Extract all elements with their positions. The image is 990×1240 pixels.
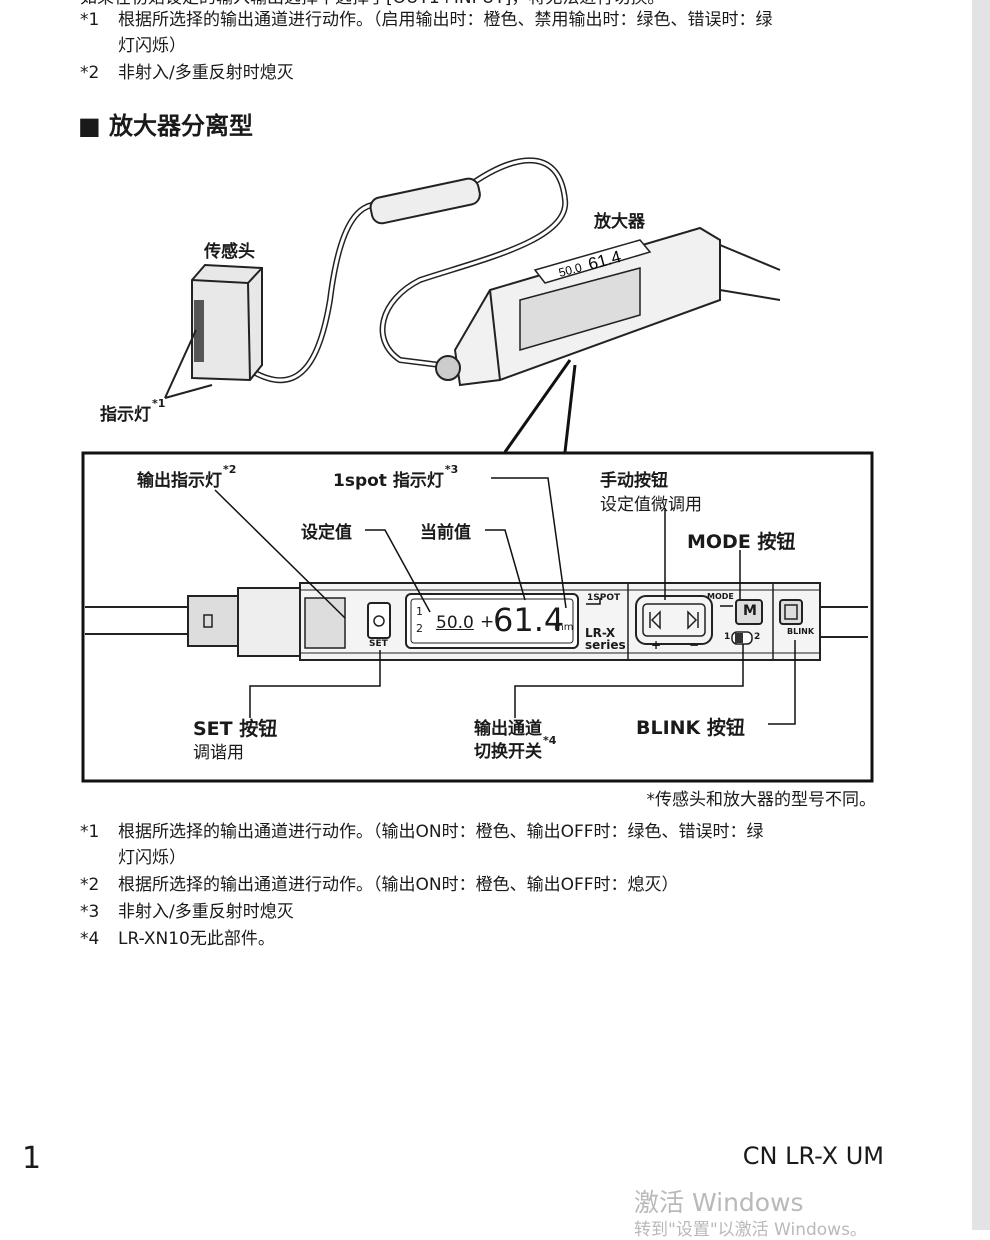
set-button-desc: 调谐用	[193, 743, 244, 763]
device-m-key: M	[743, 603, 757, 619]
note-text: 根据所选择的输出通道进行动作。（输出ON时：橙色、输出OFF时：熄灭）	[118, 875, 679, 895]
device-ch2: 2	[416, 622, 423, 635]
top-note-1: *1 根据所选择的输出通道进行动作。（启用输出时：橙色、禁用输出时：绿色、错误时：…	[80, 10, 773, 30]
top-note-2: *2 非射入/多重反射时熄灭	[80, 63, 294, 83]
note-mark: *2	[80, 875, 100, 895]
activation-watermark-desc: 转到"设置"以激活 Windows。	[634, 1220, 867, 1240]
note-mark: *1	[80, 822, 100, 842]
footnote-ref: *2	[223, 463, 237, 476]
series-line-1: LR-X	[585, 626, 616, 640]
bottom-note-1: *1 根据所选择的输出通道进行动作。（输出ON时：橙色、输出OFF时：绿色、错误时…	[80, 822, 764, 842]
device-unit: mm	[554, 622, 574, 633]
device-ch1: 1	[416, 605, 423, 618]
note-text: 非射入/多重反射时熄灭	[118, 63, 294, 83]
manual-button-label: 手动按钮	[600, 471, 668, 491]
manual-button-desc: 设定值微调用	[600, 495, 702, 515]
device-set-value: 50.0	[436, 613, 474, 633]
amplifier-label: 放大器	[594, 212, 645, 232]
note-text: 根据所选择的输出通道进行动作。（输出ON时：橙色、输出OFF时：绿色、错误时：绿	[118, 822, 764, 842]
device-key-minus: −	[689, 638, 700, 652]
spot-indicator-label: 1spot 指示灯*3	[333, 463, 459, 491]
device-1spot-text: 1SPOT	[587, 593, 621, 603]
device-key-plus: +	[651, 638, 662, 652]
label-text: 切换开关	[474, 742, 542, 762]
set-key-drawing	[367, 602, 391, 639]
amp-mini-display: 50.0	[557, 260, 583, 280]
channel-switch-label-1: 输出通道	[474, 719, 542, 739]
note-text: 非射入/多重反射时熄灭	[118, 902, 294, 922]
bottom-note-1-cont: 灯闪烁）	[118, 848, 186, 868]
sensor-head-drawing	[191, 263, 263, 382]
device-set-text: SET	[369, 639, 388, 649]
section-title: ■ 放大器分离型	[78, 112, 254, 140]
note-mark: *2	[80, 63, 100, 83]
label-text: 输出指示灯	[137, 471, 222, 491]
footnote-ref: *4	[543, 734, 557, 747]
current-value-label: 当前值	[420, 523, 471, 543]
bottom-note-3: *3 非射入/多重反射时熄灭	[80, 902, 294, 922]
note-mark: *4	[80, 929, 100, 949]
model-note: *传感头和放大器的型号不同。	[646, 790, 877, 810]
mode-button-label: MODE 按钮	[687, 531, 796, 553]
amplifier-drawing: 50.0 61.4	[435, 226, 781, 387]
device-blink-text: BLINK	[787, 627, 815, 636]
series-line-2: series	[585, 638, 626, 652]
indicator-label: 指示灯*1	[100, 397, 166, 425]
indicator-text: 指示灯	[100, 405, 151, 425]
cut-off-text-line: 如果在初始设定的输入输出选择中选择了[OUT1+INPUT]，将无法进行切换。	[80, 0, 664, 8]
output-indicator-label: 输出指示灯*2	[137, 463, 237, 491]
set-button-label: SET 按钮	[193, 718, 278, 740]
page-number: 1	[22, 1141, 42, 1176]
label-text: 1spot 指示灯	[333, 471, 444, 491]
activation-watermark-title: 激活 Windows	[634, 1188, 804, 1217]
note-mark: *1	[80, 10, 100, 30]
set-value-label: 设定值	[301, 523, 352, 543]
device-switch-2: 2	[754, 632, 761, 642]
channel-switch-label-2: 切换开关*4	[474, 734, 557, 762]
device-current-value: 61.4	[493, 601, 565, 639]
diagram-figure: 50.0 61.4	[81, 157, 874, 783]
footnote-ref: *3	[444, 463, 459, 476]
document-id: CN LR-X UM	[742, 1142, 884, 1170]
bottom-note-4: *4 LR-XN10无此部件。	[80, 929, 275, 949]
top-note-1-cont: 灯闪烁）	[118, 36, 186, 56]
device-switch-1: 1	[724, 632, 731, 642]
note-text: 根据所选择的输出通道进行动作。（启用输出时：橙色、禁用输出时：绿色、错误时：绿	[118, 10, 773, 30]
device-plus: +	[480, 612, 495, 632]
note-mark: *3	[80, 902, 100, 922]
footnote-ref: *1	[152, 397, 166, 410]
device-mode-text: MODE	[707, 592, 734, 601]
blink-button-label: BLINK 按钮	[636, 717, 745, 739]
detail-box	[81, 451, 874, 783]
vertical-scrollbar[interactable]	[972, 0, 990, 1230]
sensor-head-label: 传感头	[204, 242, 255, 262]
note-text: LR-XN10无此部件。	[118, 929, 275, 949]
bottom-note-2: *2 根据所选择的输出通道进行动作。（输出ON时：橙色、输出OFF时：熄灭）	[80, 875, 679, 895]
